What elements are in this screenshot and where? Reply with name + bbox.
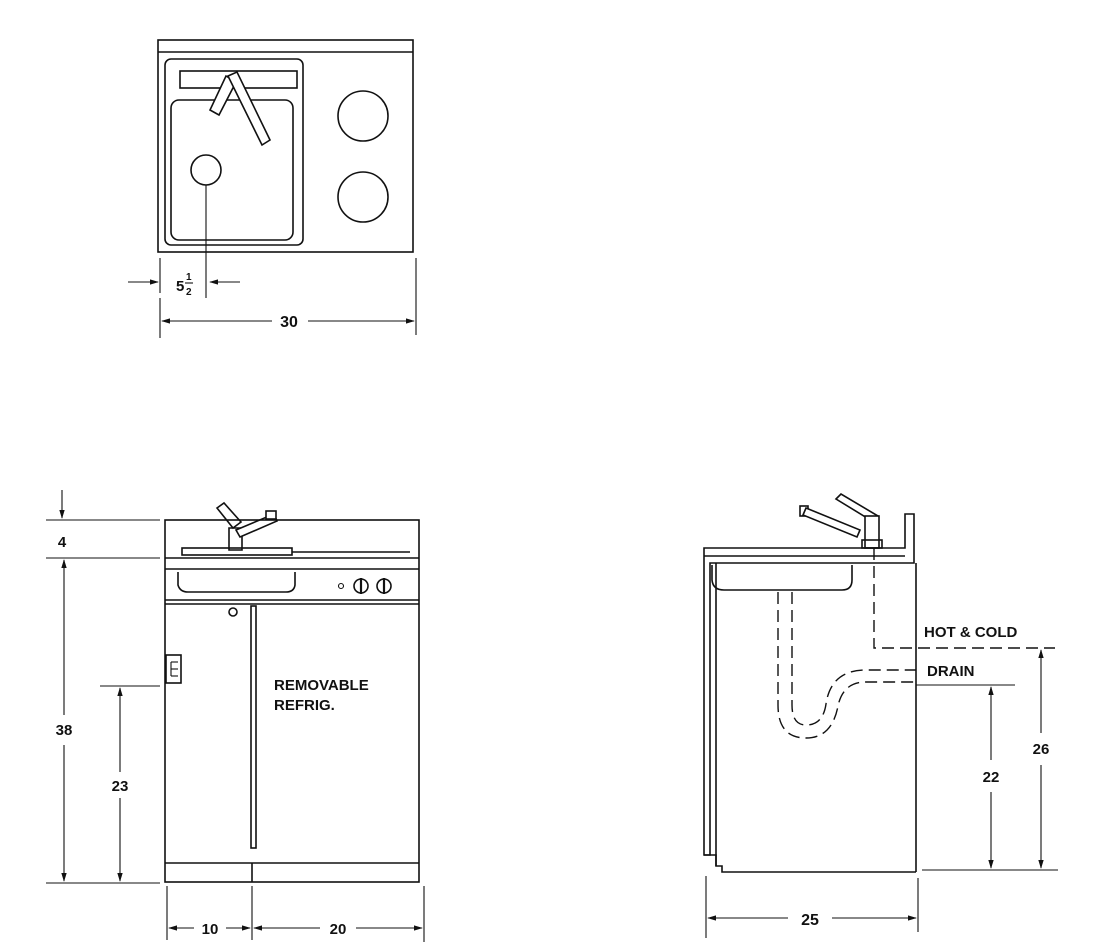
front-view-control-knobs: [337, 578, 392, 594]
indicator-light-icon: [337, 582, 345, 590]
drain-trap: [777, 592, 916, 739]
cooktop-burners: [337, 90, 389, 223]
drain-label: DRAIN: [927, 663, 975, 680]
side-view-faucet: [799, 492, 883, 549]
door-hinge-icon: [165, 654, 182, 684]
refrigerator-label-line1: REMOVABLE: [274, 677, 369, 694]
front-view-vertical-dimensions: 4 38 23: [46, 490, 160, 884]
top-view-width-dimension: 30: [159, 258, 417, 338]
front-view: REMOVABLE REFRIG. 4 38 23 10 20: [46, 490, 425, 942]
sink-drain-icon: [190, 154, 222, 186]
offset-dimension-whole: 5: [176, 278, 184, 295]
refrigerator-label-line2: REFRIG.: [274, 697, 335, 714]
supply-label: HOT & COLD: [924, 624, 1017, 641]
drain-height-dimension-label: 22: [983, 769, 1000, 786]
offset-dimension-numerator: 1: [186, 272, 192, 283]
front-view-faucet: [215, 501, 279, 551]
burner-icon: [337, 90, 389, 142]
control-knob-icon: [376, 578, 392, 594]
handle-height-dimension-label: 23: [112, 778, 129, 795]
side-view-cabinet: [703, 513, 917, 873]
offset-dimension-denominator: 2: [186, 287, 192, 298]
refrigerator-door: REMOVABLE REFRIG.: [165, 605, 369, 849]
side-view-depth-dimension: 25: [705, 876, 919, 938]
faucet-lever-icon: [208, 70, 272, 147]
depth-dimension-label: 25: [801, 912, 819, 929]
top-height-dimension-label: 4: [58, 534, 67, 551]
width-dimension-label: 30: [280, 314, 298, 331]
left-width-dimension-label: 10: [202, 921, 219, 938]
top-view-offset-dimension: 5 1 2: [128, 185, 240, 298]
right-width-dimension-label: 20: [330, 921, 347, 938]
side-view-vertical-dimensions: 22 26: [922, 649, 1058, 871]
front-view-horizontal-dimensions: 10 20: [166, 886, 425, 942]
overall-height-dimension-label: 38: [56, 722, 73, 739]
burner-icon: [337, 171, 389, 223]
top-view-sink: [164, 58, 304, 246]
control-knob-icon: [353, 578, 369, 594]
side-view: HOT & COLD DRAIN 22 26 25: [703, 492, 1058, 938]
front-view-cabinet: [164, 519, 420, 883]
door-lock-icon: [228, 607, 238, 617]
side-view-plumbing: [777, 548, 1055, 739]
top-view: 5 1 2 30: [128, 39, 417, 338]
supply-height-dimension-label: 26: [1033, 741, 1050, 758]
side-view-labels: HOT & COLD DRAIN: [916, 624, 1017, 686]
supply-line: [873, 548, 1055, 649]
top-view-cabinet-outline: [157, 39, 414, 253]
